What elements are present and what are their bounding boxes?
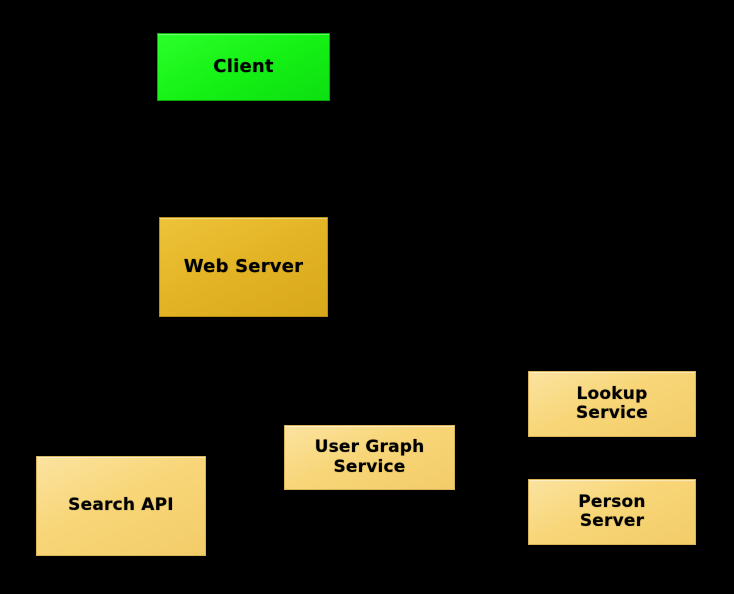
diagram-node-label-user-graph-service: User Graph Service <box>314 437 425 477</box>
diagram-node-lookup-service[interactable]: Lookup Service <box>528 371 696 437</box>
diagram-node-label-client: Client <box>213 55 274 77</box>
diagram-node-user-graph-service[interactable]: User Graph Service <box>284 425 455 490</box>
diagram-node-label-web-server: Web Server <box>183 255 304 277</box>
diagram-node-client[interactable]: Client <box>157 33 330 101</box>
diagram-node-label-person-server: Person Server <box>578 491 646 531</box>
diagram-node-search-api[interactable]: Search API <box>36 456 206 556</box>
diagram-node-person-server[interactable]: Person Server <box>528 479 696 545</box>
diagram-node-web-server[interactable]: Web Server <box>159 217 328 317</box>
diagram-node-label-lookup-service: Lookup Service <box>575 383 649 423</box>
diagram-node-label-search-api: Search API <box>68 495 174 516</box>
